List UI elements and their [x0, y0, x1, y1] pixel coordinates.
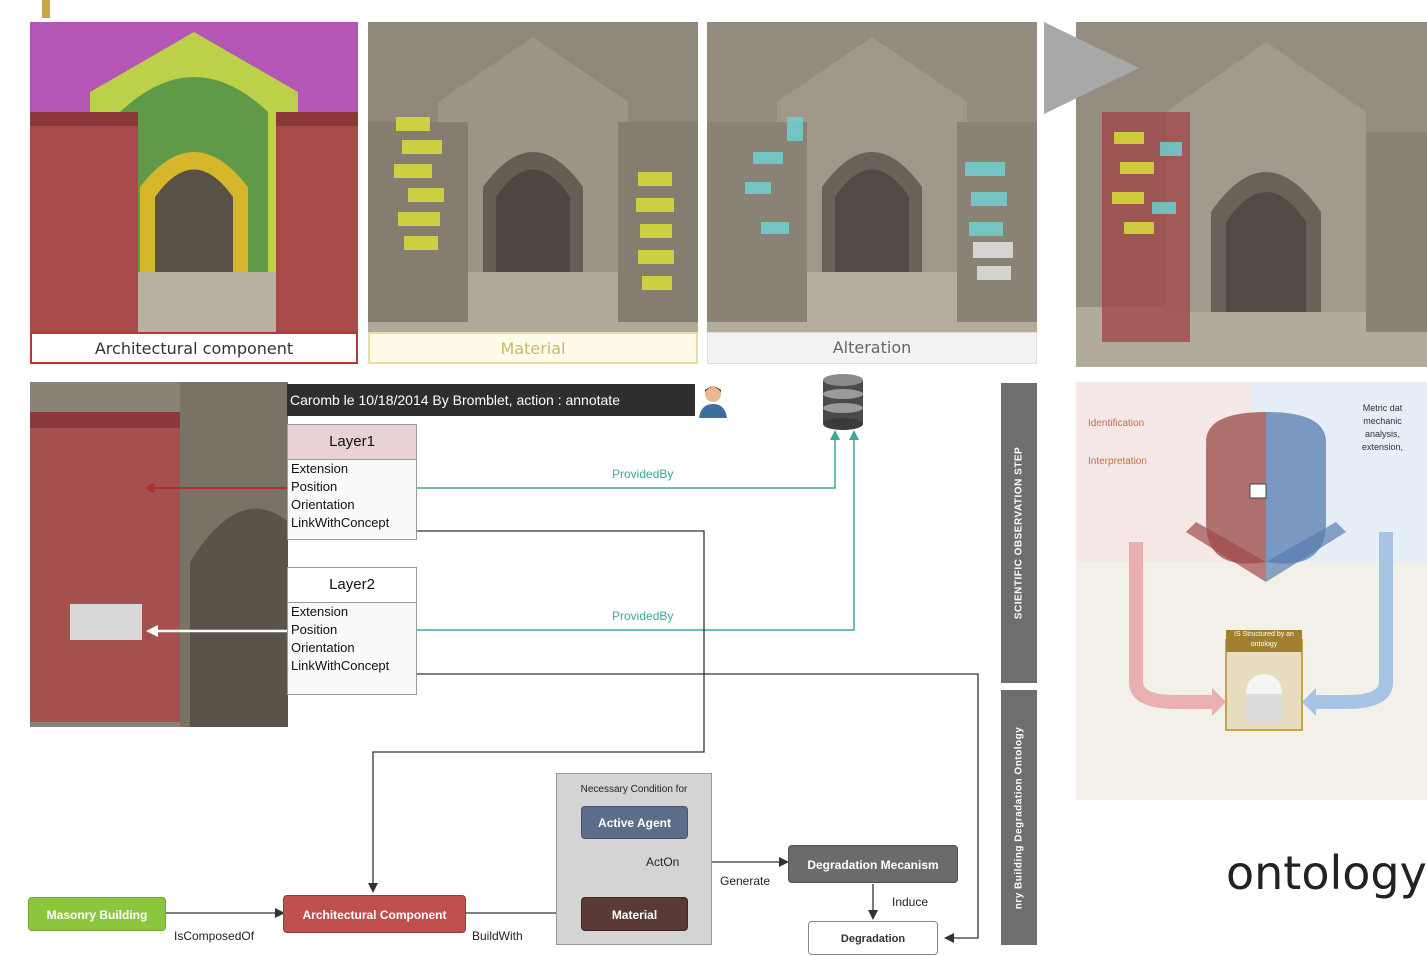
- label-identification: Identification: [1088, 418, 1145, 429]
- label-interpretation: Interpretation: [1088, 456, 1147, 467]
- annotation-header: Caromb le 10/18/2014 By Bromblet, action…: [287, 384, 695, 416]
- layer1-prop: Extension: [291, 461, 349, 476]
- photo-architectural-component: [30, 22, 358, 332]
- provided-by-label-2: ProvidedBy: [612, 609, 674, 623]
- photo-material: [368, 22, 698, 332]
- label-generate: Generate: [720, 874, 771, 888]
- metric-line: mechanic: [1363, 416, 1402, 426]
- necessary-condition-label: Necessary Condition for: [580, 784, 688, 795]
- caption-alteration: Alteration: [707, 332, 1037, 364]
- layer1-prop: Position: [291, 479, 338, 494]
- metric-text: Metric dat mechanic analysis, extension,: [1362, 402, 1403, 454]
- label-act-on: ActOn: [646, 855, 680, 869]
- caption-architectural-component: Architectural component: [30, 332, 358, 364]
- layer1-title: Layer1: [288, 425, 416, 460]
- sidebar-observation-label: SCIENTIFIC OBSERVATION STEP: [1013, 446, 1025, 620]
- layer1-prop: LinkWithConcept: [291, 515, 390, 530]
- layer1-box: Layer1 Extension Position Orientation Li…: [287, 424, 417, 540]
- layer2-prop: LinkWithConcept: [291, 658, 390, 673]
- photo-alteration: [707, 22, 1037, 332]
- step-arrow-icon: [1044, 22, 1139, 114]
- user-avatar-icon: [699, 386, 727, 418]
- node-material: Material: [581, 897, 688, 931]
- sidebar-ontology-label: nry Building Degradation Ontology: [1013, 726, 1025, 909]
- layer2-prop: Position: [291, 622, 338, 637]
- node-degradation: Degradation: [808, 921, 938, 955]
- metric-line: Metric dat: [1362, 403, 1403, 413]
- sidebar-ontology: nry Building Degradation Ontology: [1001, 690, 1037, 945]
- layer-pointer-arrows: [144, 483, 290, 637]
- node-active-agent: Active Agent: [581, 806, 688, 839]
- layer1-props: Extension Position Orientation LinkWithC…: [288, 460, 416, 532]
- knowledge-panel-art: [1076, 382, 1427, 731]
- layer2-props: Extension Position Orientation LinkWithC…: [288, 603, 416, 675]
- layer1-prop: Orientation: [291, 497, 355, 512]
- node-masonry-building: Masonry Building: [28, 897, 166, 931]
- photo-annotation: [30, 382, 288, 727]
- database-icon: [823, 374, 863, 430]
- layer2-prop: Extension: [291, 604, 349, 619]
- knowledge-panel: Identification Interpretation Metric dat…: [1076, 382, 1427, 800]
- accent-bar: [42, 0, 50, 18]
- node-architectural-component: Architectural Component: [283, 895, 466, 933]
- node-degradation-mecanism: Degradation Mecanism: [788, 845, 958, 883]
- layer2-title: Layer2: [288, 568, 416, 603]
- sidebar-observation-step: SCIENTIFIC OBSERVATION STEP: [1001, 383, 1037, 683]
- label-build-with: BuildWith: [472, 929, 523, 943]
- layer2-box: Layer2 Extension Position Orientation Li…: [287, 567, 417, 695]
- structured-label: IS Structured by an ontology: [1234, 631, 1294, 648]
- photo-combined: [1076, 22, 1427, 367]
- provided-by-label-1: ProvidedBy: [612, 467, 674, 481]
- label-is-composed-of: IsComposedOf: [174, 929, 255, 943]
- caption-material: Material: [368, 332, 698, 364]
- metric-line: analysis,: [1365, 429, 1401, 439]
- layer2-prop: Orientation: [291, 640, 355, 655]
- label-induce: Induce: [892, 895, 929, 909]
- metric-line: extension,: [1362, 442, 1404, 452]
- ontology-word: ontology: [1226, 846, 1427, 900]
